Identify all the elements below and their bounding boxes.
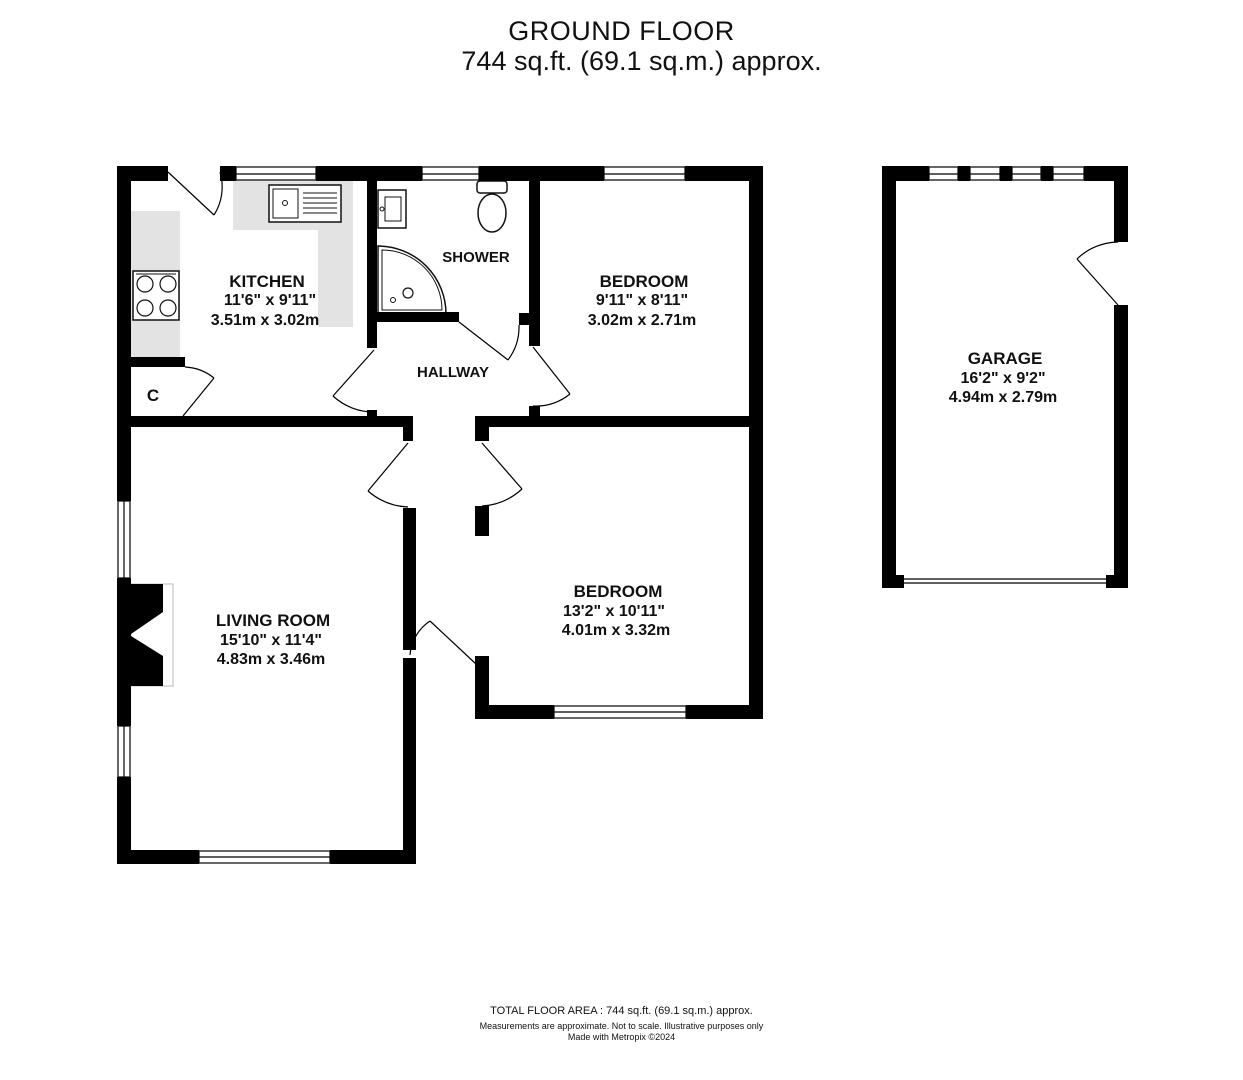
garage-dims-metric: 4.94m x 2.79m — [949, 389, 1058, 406]
garage-walls — [882, 166, 1128, 588]
garage-side-door — [1076, 241, 1119, 306]
bedroom-2-dims-imperial: 13'2" x 10'11" — [563, 603, 665, 620]
kitchen-dims-metric: 3.51m x 3.02m — [211, 312, 320, 329]
house-walls — [117, 166, 763, 864]
living-room-dims-metric: 4.83m x 3.46m — [217, 651, 326, 668]
toilet-icon — [476, 180, 508, 233]
kitchen-label: KITCHEN — [229, 272, 305, 291]
floor-title: GROUND FLOOR — [508, 16, 735, 46]
kitchen-dims-imperial: 11'6" x 9'11" — [224, 292, 316, 309]
living-room-dims-imperial: 15'10" x 11'4" — [220, 632, 322, 649]
bedroom-2-label: BEDROOM — [574, 582, 663, 601]
windows — [117, 166, 687, 864]
floor-area: 744 sq.ft. (69.1 sq.m.) approx. — [461, 46, 822, 76]
shower-label: SHOWER — [442, 249, 510, 266]
fireplace-icon — [130, 583, 174, 687]
basin-icon — [377, 189, 407, 229]
sink-icon — [268, 184, 342, 223]
hob-icon — [132, 270, 180, 321]
garage-door — [904, 578, 1106, 584]
disclaimer: Measurements are approximate. Not to sca… — [479, 1021, 764, 1031]
bedroom-1-label: BEDROOM — [600, 272, 689, 291]
garage-windows — [928, 166, 1085, 181]
bedroom-1-dims-imperial: 9'11" x 8'11" — [596, 292, 688, 309]
doors — [167, 171, 571, 665]
garage-dims-imperial: 16'2" x 9'2" — [960, 370, 1045, 387]
garage-label: GARAGE — [968, 349, 1043, 368]
shower-tray-icon — [377, 245, 447, 315]
made-with: Made with Metropix ©2024 — [567, 1032, 676, 1042]
bedroom-1-dims-metric: 3.02m x 2.71m — [588, 312, 697, 329]
hallway-label: HALLWAY — [417, 364, 489, 381]
living-room-label: LIVING ROOM — [216, 611, 330, 630]
cupboard-label: C — [147, 386, 159, 405]
total-floor-area: TOTAL FLOOR AREA : 744 sq.ft. (69.1 sq.m… — [490, 1005, 753, 1017]
bedroom-2-dims-metric: 4.01m x 3.32m — [562, 622, 671, 639]
